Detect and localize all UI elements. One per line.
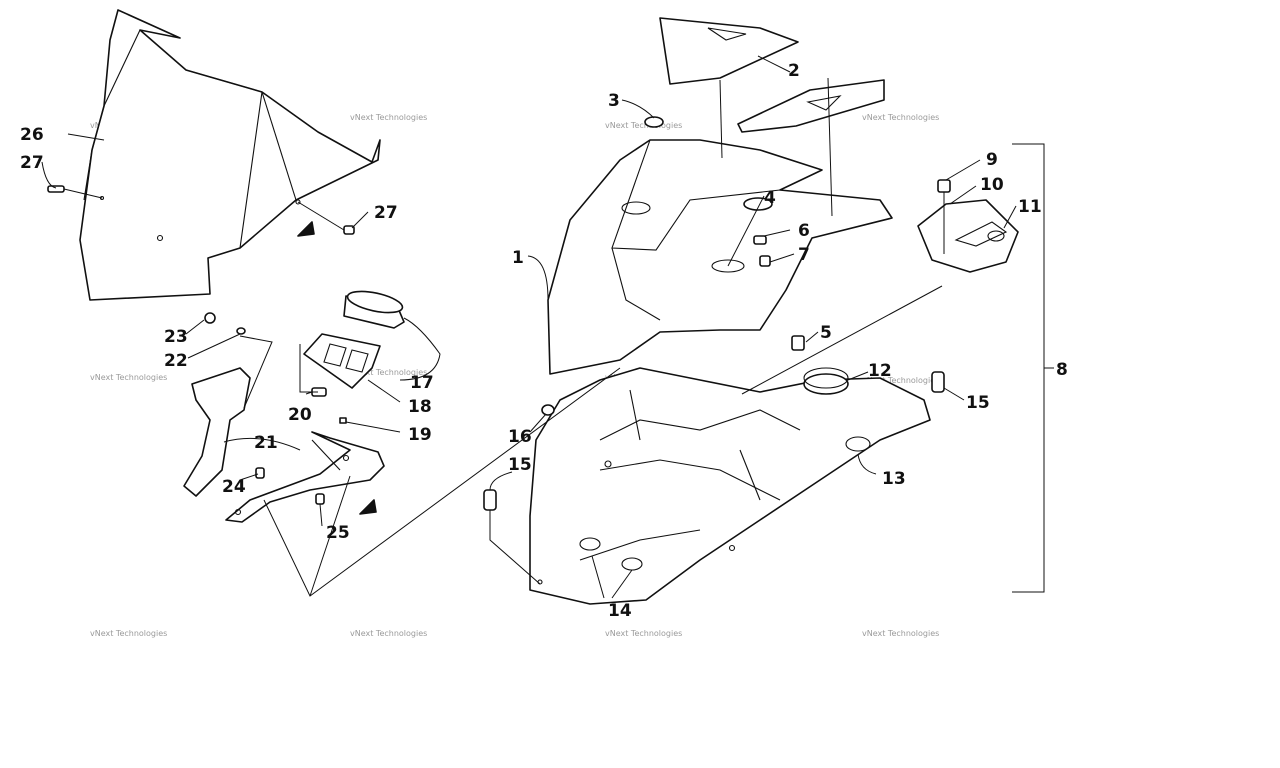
callout-6: 6	[798, 221, 810, 241]
leader-lines	[41, 55, 1017, 599]
callout-5: 5	[820, 323, 832, 343]
callout-18: 18	[408, 397, 432, 417]
callout-23: 23	[164, 327, 188, 347]
callout-21: 21	[254, 433, 278, 453]
screw-15-right	[931, 371, 945, 393]
callout-11: 11	[1018, 197, 1042, 217]
callout-20: 20	[288, 405, 312, 425]
watermark: vNext Technologies	[90, 629, 167, 638]
watermark: vNext Technologies	[350, 368, 427, 377]
callout-22: 22	[164, 351, 188, 371]
callout-8: 8	[1056, 360, 1068, 380]
screw-15-left	[483, 489, 497, 511]
callout-9: 9	[986, 150, 998, 170]
washer-22	[236, 327, 246, 335]
hood-cover	[547, 116, 893, 375]
screw-24	[255, 467, 265, 479]
direction-arrow-icon	[297, 221, 315, 237]
watermark: vNext Technologies	[862, 376, 939, 385]
callout-27-right: 27	[374, 203, 398, 223]
nut-23	[204, 312, 216, 324]
lens-panels	[659, 17, 885, 133]
direction-arrow-icon	[359, 499, 377, 515]
screw-25	[315, 493, 325, 505]
callout-4: 4	[764, 188, 776, 208]
callout-16: 16	[508, 427, 532, 447]
callout-labels: 1 2 3 4 5 6 7 8 9 10 11 12 13 14 15 15 1…	[20, 61, 1068, 621]
watermark: vNext Technologies	[862, 629, 939, 638]
callout-14: 14	[608, 601, 632, 621]
callout-1: 1	[512, 248, 524, 268]
bolt-9	[937, 179, 951, 193]
watermark: vNext Technologies	[350, 113, 427, 122]
watermark: vNext Technologies	[350, 629, 427, 638]
callout-25: 25	[326, 523, 350, 543]
callout-7: 7	[798, 245, 810, 265]
callout-2: 2	[788, 61, 800, 81]
callout-24: 24	[222, 477, 246, 497]
callout-13: 13	[882, 469, 906, 489]
callout-27-left: 27	[20, 153, 44, 173]
grommet-19	[339, 417, 347, 424]
screw-27-left	[47, 185, 103, 199]
belly-pan	[529, 367, 931, 605]
watermark: vNext Technologies	[862, 113, 939, 122]
callout-15-left: 15	[508, 455, 532, 475]
callout-26: 26	[20, 125, 44, 145]
callout-17: 17	[410, 373, 434, 393]
callout-12: 12	[868, 361, 892, 381]
watermark: vNext Technologies	[90, 373, 167, 382]
windshield	[79, 9, 381, 301]
fastener-16	[541, 404, 555, 416]
callout-10: 10	[980, 175, 1004, 195]
callout-3: 3	[608, 91, 620, 111]
watermark: vNext Technologies	[605, 629, 682, 638]
callout-19: 19	[408, 425, 432, 445]
callout-15-right: 15	[966, 393, 990, 413]
switch-5	[791, 335, 805, 351]
grommet-12	[803, 367, 849, 395]
mount-bracket	[183, 367, 385, 523]
screw-27-right	[297, 201, 355, 235]
gauge-housing	[303, 333, 381, 389]
gauge	[343, 290, 405, 329]
watermark: vNext Technologies	[605, 121, 682, 130]
side-bracket	[917, 199, 1019, 273]
